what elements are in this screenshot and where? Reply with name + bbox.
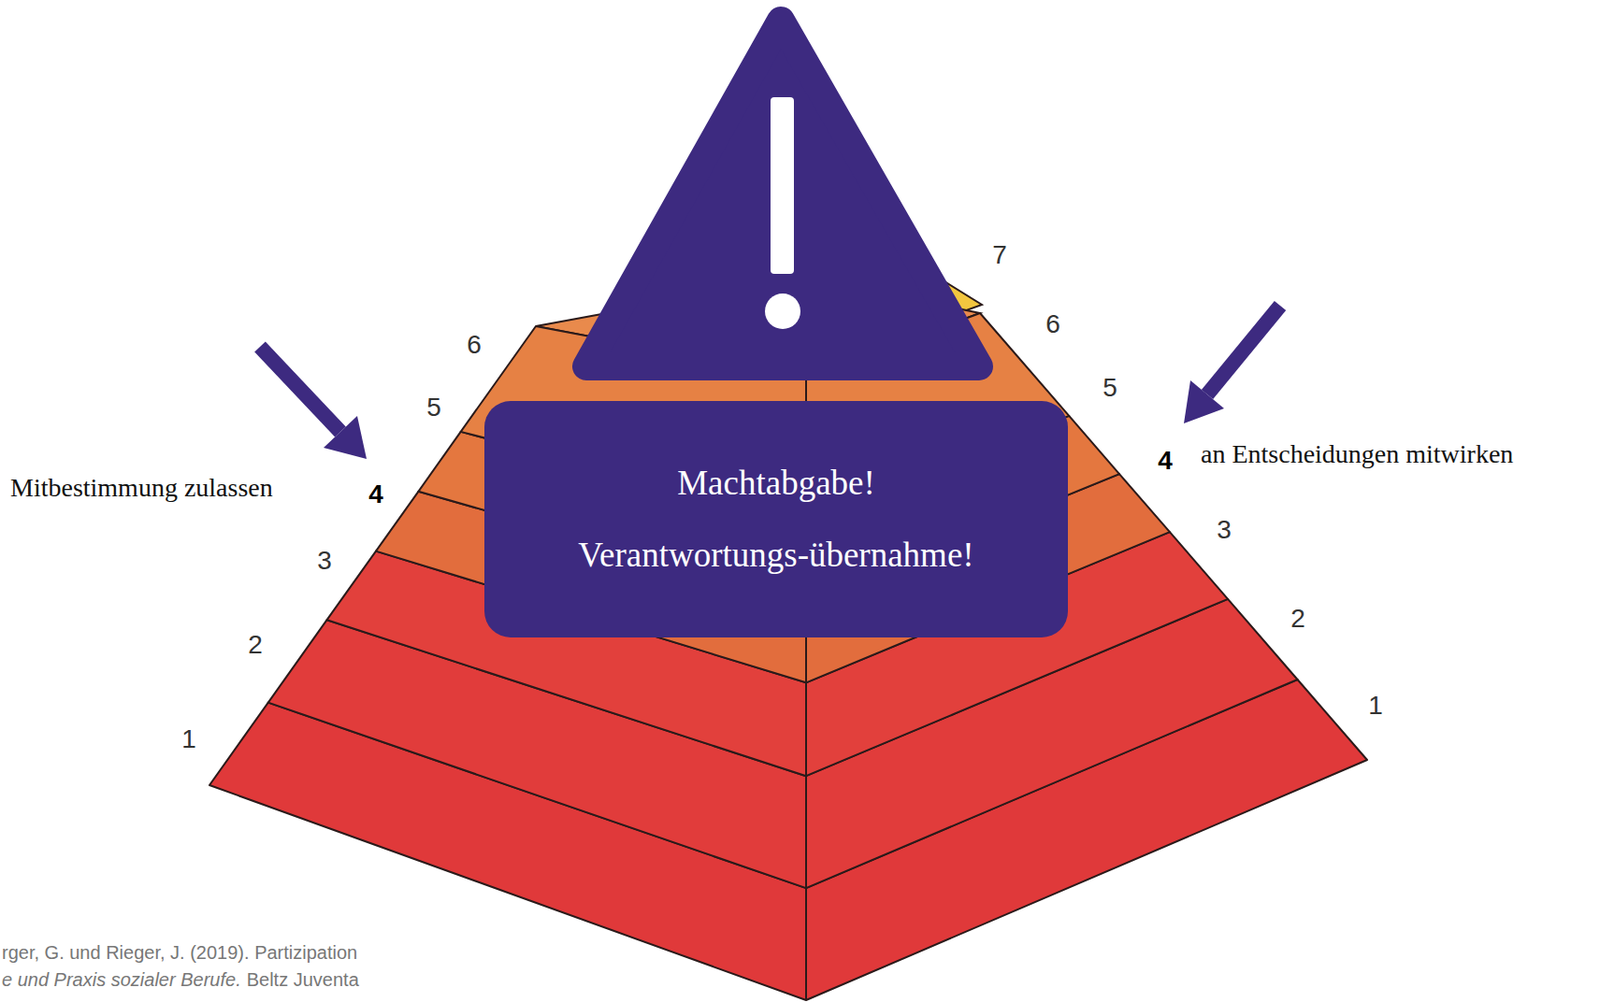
side-label: Mitbestimmung zulassen: [10, 474, 274, 504]
level-number: 5: [426, 393, 442, 423]
callout-number: 4: [1157, 446, 1173, 476]
label-text: Mitbestimmung zulassen: [10, 473, 274, 503]
warning-sign: [586, 20, 980, 367]
level-number: 7: [992, 241, 1008, 271]
callout-number: 6: [466, 330, 482, 360]
level-number: 4: [368, 480, 384, 510]
callout-number: 5: [1102, 373, 1118, 403]
callout-number: 2: [247, 630, 263, 660]
level-number: 3: [1216, 516, 1232, 546]
level-number: 6: [466, 331, 482, 361]
level-number: 1: [1368, 691, 1384, 721]
callout-number: 7: [992, 240, 1008, 270]
pyramid: [209, 276, 1368, 1001]
level-number: 5: [1102, 374, 1118, 404]
arrow-head: [323, 416, 367, 460]
arrow-shaft: [259, 346, 341, 433]
level-number: 2: [1290, 605, 1306, 635]
exclamation-bar: [770, 97, 794, 274]
citation: rger, G. und Rieger, J. (2019). Partizip…: [1, 942, 358, 964]
callout-number: 3: [1216, 515, 1232, 545]
callout-number: 2: [1290, 604, 1306, 634]
callout-number: 4: [368, 479, 384, 509]
level-number: 3: [317, 547, 332, 577]
arrow-right: [1183, 305, 1281, 424]
callout-number: 1: [1368, 691, 1384, 721]
citation-text: rger, G. und Rieger, J. (2019). Partizip…: [1, 942, 358, 964]
callout-text: Verantwortungs-übernahme!: [577, 535, 974, 577]
level-number: 6: [1045, 310, 1061, 340]
callout-number: 5: [426, 392, 442, 422]
level-number: 1: [181, 725, 197, 755]
citation: Beltz Juventa: [246, 969, 360, 991]
exclamation-dot: [764, 293, 801, 330]
citation: e und Praxis sozialer Berufe.: [1, 969, 242, 991]
side-label: an Entscheidungen mitwirken: [1200, 440, 1514, 470]
callout-number: 1: [181, 724, 197, 754]
arrow-head: [1183, 380, 1225, 424]
callout-number: 3: [317, 546, 332, 576]
label-text: an Entscheidungen mitwirken: [1200, 439, 1514, 469]
callout-number: 6: [1045, 309, 1061, 339]
arrow-left: [259, 346, 367, 460]
citation-text: e und Praxis sozialer Berufe.: [1, 969, 242, 991]
citation-text: Beltz Juventa: [246, 969, 360, 991]
callout-box: Machtabgabe! Verantwortungs-übernahme!: [484, 401, 1068, 638]
level-number: 4: [1157, 446, 1173, 476]
warning-triangle: [586, 20, 980, 367]
level-number: 2: [247, 631, 263, 661]
callout-text: Machtabgabe!: [677, 463, 876, 505]
arrow-shaft: [1207, 305, 1281, 395]
